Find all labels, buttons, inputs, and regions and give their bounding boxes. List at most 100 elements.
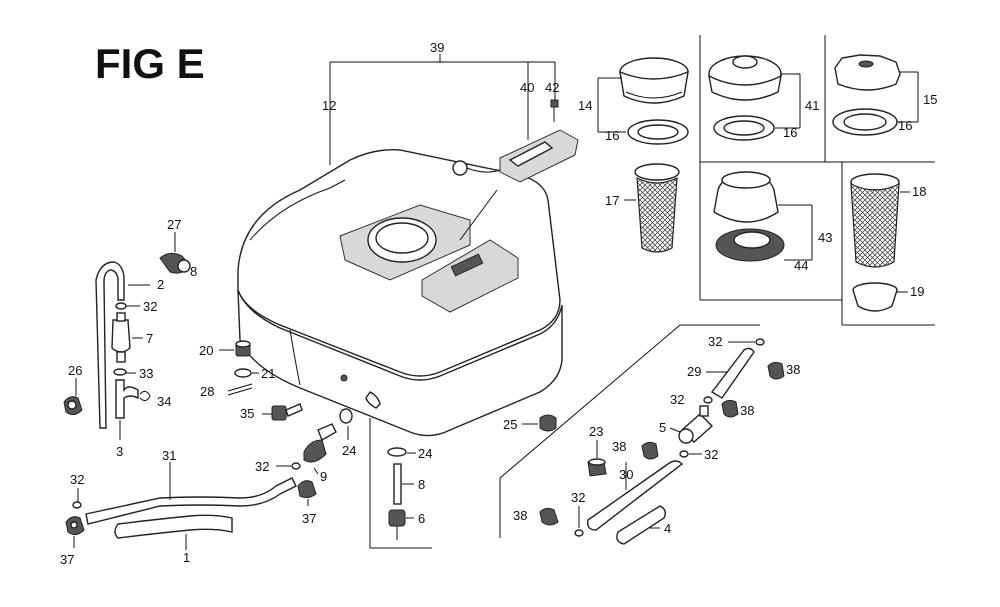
gauge-screw — [550, 99, 559, 122]
clamp-26 — [63, 396, 83, 416]
callout-24-a: 24 — [342, 443, 356, 458]
bracket-14 — [597, 77, 626, 133]
bolt-23 — [587, 458, 607, 477]
callout-7: 7 — [146, 331, 153, 346]
callout-14: 14 — [578, 98, 592, 113]
panel-frames — [699, 35, 935, 326]
callout-20: 20 — [199, 343, 213, 358]
strainer-18 — [850, 173, 900, 268]
callout-25: 25 — [503, 417, 517, 432]
callout-8-b: 8 — [418, 477, 425, 492]
callout-33: 33 — [139, 366, 153, 381]
callout-15: 15 — [923, 92, 937, 107]
callout-24-b: 24 — [418, 446, 432, 461]
clip-32-left — [115, 302, 127, 310]
callout-41: 41 — [805, 98, 819, 113]
fuel-cap-15 — [832, 54, 901, 136]
callout-32-f: 32 — [704, 447, 718, 462]
bracket-right-lower — [499, 324, 760, 538]
bracket-center — [369, 418, 432, 549]
callout-27: 27 — [167, 217, 181, 232]
callout-37-b: 37 — [60, 552, 74, 567]
callout-38-c: 38 — [612, 439, 626, 454]
pin-28 — [227, 383, 253, 396]
clip-32-cock — [679, 450, 689, 458]
callout-31: 31 — [162, 448, 176, 463]
callout-6: 6 — [418, 511, 425, 526]
callout-38-a: 38 — [786, 362, 800, 377]
drain-6 — [388, 509, 406, 540]
callout-38-b: 38 — [740, 403, 754, 418]
clamp-37-bottom — [65, 516, 85, 536]
callout-1: 1 — [183, 550, 190, 565]
bracket-39 — [329, 54, 556, 165]
clip-33 — [113, 368, 127, 376]
callout-34: 34 — [157, 394, 171, 409]
bracket-15 — [897, 71, 919, 123]
callout-32-e: 32 — [670, 392, 684, 407]
bracket-43 — [778, 204, 813, 261]
callout-5: 5 — [659, 420, 666, 435]
clip-34 — [139, 390, 151, 402]
callout-29: 29 — [687, 364, 701, 379]
callout-32-c: 32 — [70, 472, 84, 487]
fuel-cap-41 — [708, 55, 782, 141]
clip-32-bottom-right — [574, 529, 584, 537]
leader-9 — [313, 467, 319, 475]
callout-40: 40 — [520, 80, 534, 95]
callout-38-d: 38 — [513, 508, 527, 523]
callout-43: 43 — [818, 230, 832, 245]
callout-9: 9 — [320, 469, 327, 484]
callout-3: 3 — [116, 444, 123, 459]
callout-32-d: 32 — [708, 334, 722, 349]
clamp-27 — [159, 252, 191, 274]
fuel-cap-43 — [713, 171, 785, 262]
bolt-25 — [539, 414, 557, 432]
clamp-37-mid — [297, 480, 317, 499]
hose-2 — [95, 261, 125, 429]
callout-2: 2 — [157, 277, 164, 292]
callout-23: 23 — [589, 424, 603, 439]
fuel-cock-9 — [303, 423, 337, 463]
callout-32-g: 32 — [571, 490, 585, 505]
clamp-38-c — [641, 441, 659, 460]
clamp-38-b — [721, 399, 739, 418]
oring-24-left — [339, 408, 353, 424]
callout-19: 19 — [910, 284, 924, 299]
callout-4: 4 — [664, 521, 671, 536]
hose-30 — [586, 460, 684, 531]
cup-19 — [852, 282, 898, 312]
hose-4 — [616, 505, 667, 545]
fuel-cap-14 — [619, 57, 689, 145]
bracket-41 — [775, 73, 801, 129]
clip-32-top-right — [755, 338, 765, 346]
figure-title: FIG E — [95, 40, 205, 87]
callout-16-a: 16 — [605, 128, 619, 143]
callout-39: 39 — [430, 40, 444, 55]
bolt-20 — [235, 340, 251, 357]
callout-32-b: 32 — [255, 459, 269, 474]
callout-17: 17 — [605, 193, 619, 208]
hose-3 — [115, 379, 139, 419]
oring-24-center — [387, 447, 407, 457]
clip-32-bottom — [72, 501, 82, 509]
clamp-38-d — [539, 507, 559, 526]
fuel-tank — [237, 149, 563, 437]
callout-21: 21 — [261, 366, 275, 381]
callout-35: 35 — [240, 406, 254, 421]
callout-12: 12 — [322, 98, 336, 113]
clip-32-mid-right — [703, 396, 713, 404]
fuel-cock-5 — [678, 405, 714, 444]
fuel-filter-7 — [111, 312, 131, 363]
clamp-38-a — [767, 361, 785, 380]
callout-30: 30 — [619, 467, 633, 482]
hose-1 — [114, 514, 233, 539]
callout-16-c: 16 — [898, 118, 912, 133]
callout-16-b: 16 — [783, 125, 797, 140]
hose-29 — [710, 347, 755, 399]
callout-28: 28 — [200, 384, 214, 399]
fuel-gauge — [452, 129, 579, 241]
pipe-8 — [393, 463, 402, 505]
strainer-17 — [634, 163, 680, 253]
clip-32-mid — [291, 462, 301, 470]
